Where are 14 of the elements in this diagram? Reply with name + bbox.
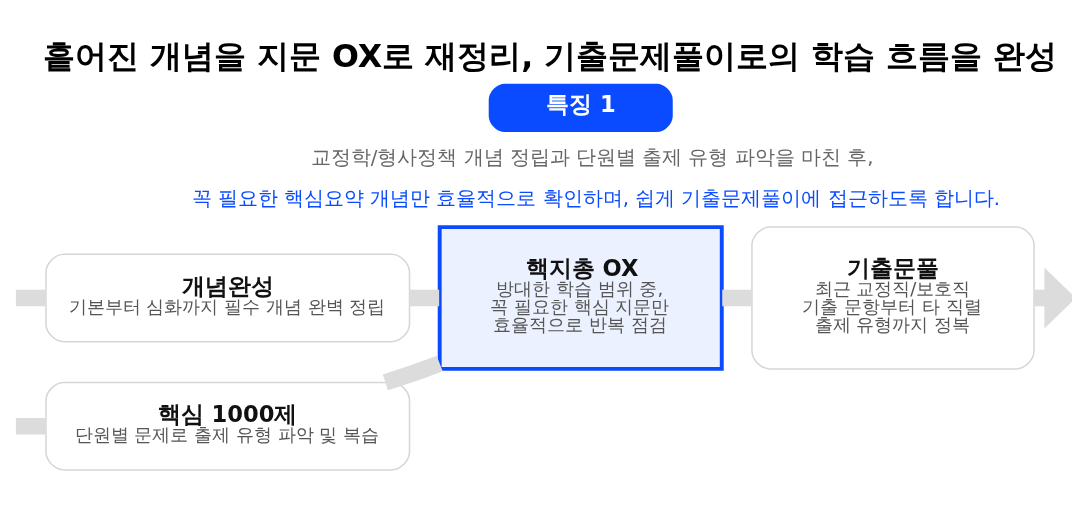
label: 꼭 필요한 핵심요약 개념만 효율적으로 확인하며, 쉽게 기출문제풀이에 접근하도록 합니다. [191,187,1001,211]
node-box: 핵지총 OX 방대한 학습 범위 중, 꼭 필요한 핵심 지문만 효율적으로 반복 점검 [437,225,724,371]
node-box: 개념완성 기본부터 심화까지 필수 개념 완벽 정립 [45,253,411,343]
connector [15,289,46,307]
connector [382,355,443,391]
diagram-title: 흩어진 개념을 지문 OX로 재정리, 기출문제풀이로의 학습 흐름을 완성 [42,37,1058,74]
connector [409,289,440,307]
node-box: 핵심 1000제 단원별 문제로 출제 유형 파악 및 복습 [45,381,411,471]
connector [15,417,46,435]
node-box: 특징 1 [488,83,673,133]
connector [722,289,752,307]
label: 교정학/형사정책 개념 정립과 단원별 출제 유형 파악을 마친 후, [310,146,874,170]
arrow [1034,267,1072,329]
node-box: 기출문풀 최근 교정직/보호직 기출 문항부터 타 직렬 출제 유형까지 정복 [751,226,1035,370]
